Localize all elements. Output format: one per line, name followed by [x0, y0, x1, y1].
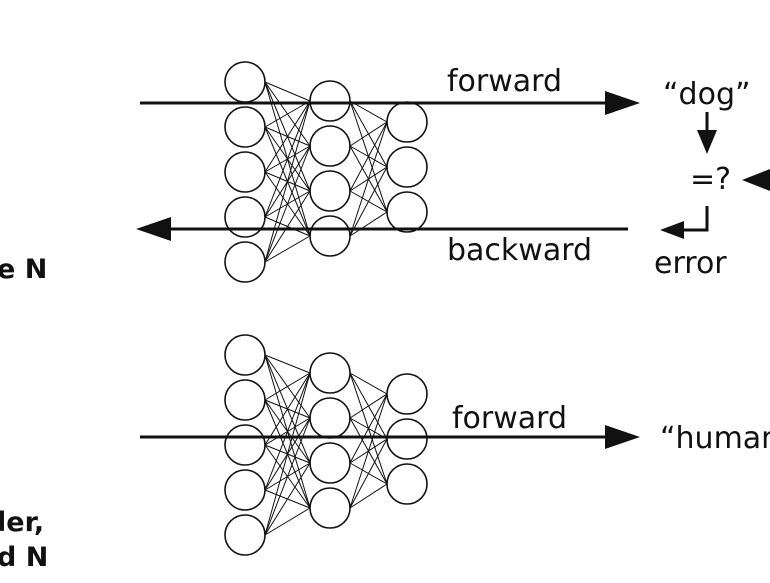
inference-connection: [264, 372, 311, 536]
training-network: [224, 61, 428, 283]
inference-node-layer-3: [386, 463, 428, 505]
training-node-layer-1: [224, 151, 266, 193]
inference-node-layer-3: [386, 373, 428, 415]
training-connection: [264, 235, 311, 263]
inference-connection: [264, 462, 311, 536]
training-connection: [264, 100, 311, 263]
label-input-arrowhead: [742, 169, 770, 191]
inference-side-text-line2: d N: [0, 542, 48, 573]
training-node-layer-2: [309, 125, 351, 167]
training-node-layer-1: [224, 61, 266, 103]
inference-node-layer-2: [309, 487, 351, 529]
inference-connection: [264, 372, 311, 401]
training-node-layer-1: [224, 241, 266, 283]
training-node-layer-3: [386, 146, 428, 188]
training-side-text: e N: [0, 254, 47, 285]
compare-to-error-line: [682, 206, 709, 232]
output-to-compare-arrowhead: [697, 130, 717, 154]
training-connection: [349, 121, 388, 192]
training-connection: [349, 166, 388, 237]
inference-connection: [264, 372, 311, 491]
inference-connection: [264, 372, 311, 446]
inference-node-layer-1: [224, 469, 266, 511]
training-connection: [349, 211, 388, 237]
training-connection: [264, 100, 311, 173]
inference-network: [224, 334, 428, 556]
training-node-layer-3: [386, 101, 428, 143]
inference-connection: [349, 393, 388, 509]
inference-output-label: “human: [660, 421, 770, 456]
training-backward-arrowhead: [136, 217, 171, 241]
training-connection: [264, 145, 311, 263]
inference-node-layer-2: [309, 352, 351, 394]
training-connection: [264, 100, 311, 218]
inference-node-layer-1: [224, 379, 266, 421]
inference-connection: [349, 438, 388, 509]
compare-to-error-arrowhead: [660, 221, 684, 239]
training-node-layer-1: [224, 106, 266, 148]
inference-connection: [349, 483, 388, 509]
inference-forward-arrowhead: [605, 425, 640, 449]
training-node-layer-3: [386, 191, 428, 233]
training-node-layer-2: [309, 80, 351, 122]
inference-connection: [264, 507, 311, 536]
inference-connection: [349, 393, 388, 419]
compare-label: =?: [690, 162, 731, 197]
training-connection: [264, 81, 311, 102]
inference-panel: forward “human ler, d N: [0, 334, 770, 573]
training-connection: [264, 100, 311, 128]
training-node-layer-1: [224, 196, 266, 238]
training-connection: [349, 121, 388, 147]
inference-node-layer-1: [224, 514, 266, 556]
training-panel: forward backward “dog” =? error e N: [0, 61, 770, 285]
training-backward-label: backward: [447, 233, 592, 268]
error-label: error: [654, 246, 727, 281]
training-forward-arrowhead: [605, 91, 640, 115]
training-node-layer-2: [309, 170, 351, 212]
inference-node-layer-2: [309, 397, 351, 439]
training-forward-label: forward: [447, 64, 562, 99]
inference-connection: [349, 393, 388, 464]
training-connection: [349, 121, 388, 237]
training-connection: [264, 190, 311, 263]
inference-connection: [349, 372, 388, 395]
inference-node-layer-1: [224, 424, 266, 466]
training-node-layer-2: [309, 215, 351, 257]
inference-node-layer-2: [309, 442, 351, 484]
inference-side-text-line1: ler,: [0, 507, 44, 538]
inference-connection: [264, 354, 311, 374]
training-output-label: “dog”: [663, 77, 751, 112]
inference-node-layer-3: [386, 418, 428, 460]
inference-node-layer-1: [224, 334, 266, 376]
inference-forward-label: forward: [452, 401, 567, 436]
